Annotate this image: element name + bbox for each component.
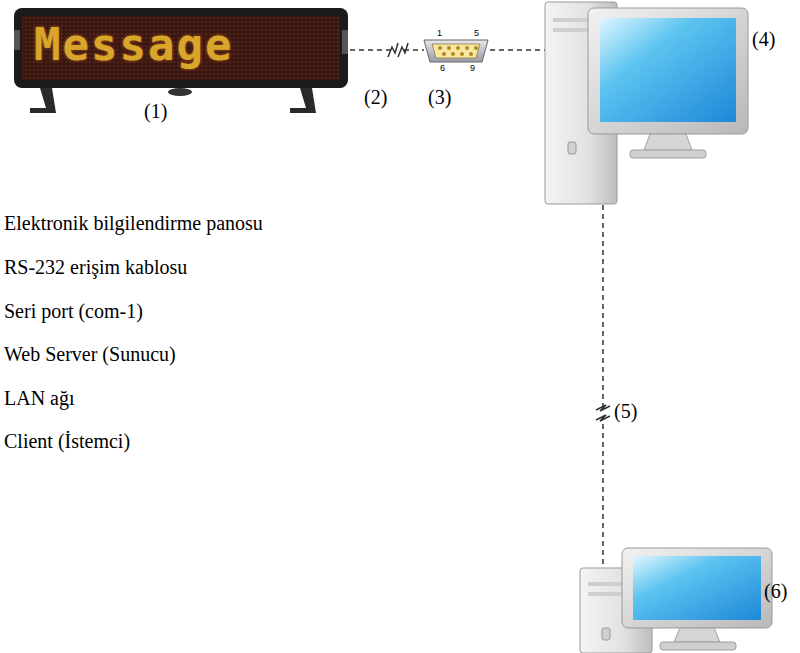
legend-item: RS-232 erişim kablosu — [4, 256, 187, 279]
legend-item: LAN ağı — [4, 387, 75, 410]
server-computer — [545, 2, 748, 204]
lan-line — [596, 205, 610, 568]
pin-number: 5 — [474, 28, 479, 38]
legend-item: Client (İstemci) — [4, 430, 130, 453]
pin-number: 6 — [440, 63, 445, 73]
callout-number: (3) — [428, 86, 451, 109]
callout-number: (2) — [364, 86, 387, 109]
callout-number: (5) — [614, 400, 637, 423]
pin-number: 9 — [470, 63, 475, 73]
callout-number: (6) — [764, 580, 787, 603]
led-panel — [14, 8, 348, 113]
rs232-cable — [350, 43, 545, 57]
serial-port — [424, 40, 488, 62]
legend-item: Seri port (com-1) — [4, 300, 143, 323]
legend-item: Web Server (Sunucu) — [4, 343, 176, 366]
callout-number: (1) — [144, 100, 167, 123]
client-computer — [580, 548, 772, 653]
legend-item: Elektronik bilgilendirme panosu — [4, 212, 263, 235]
callout-number: (4) — [752, 28, 775, 51]
led-message: Message — [34, 20, 233, 71]
pin-number: 1 — [437, 28, 442, 38]
